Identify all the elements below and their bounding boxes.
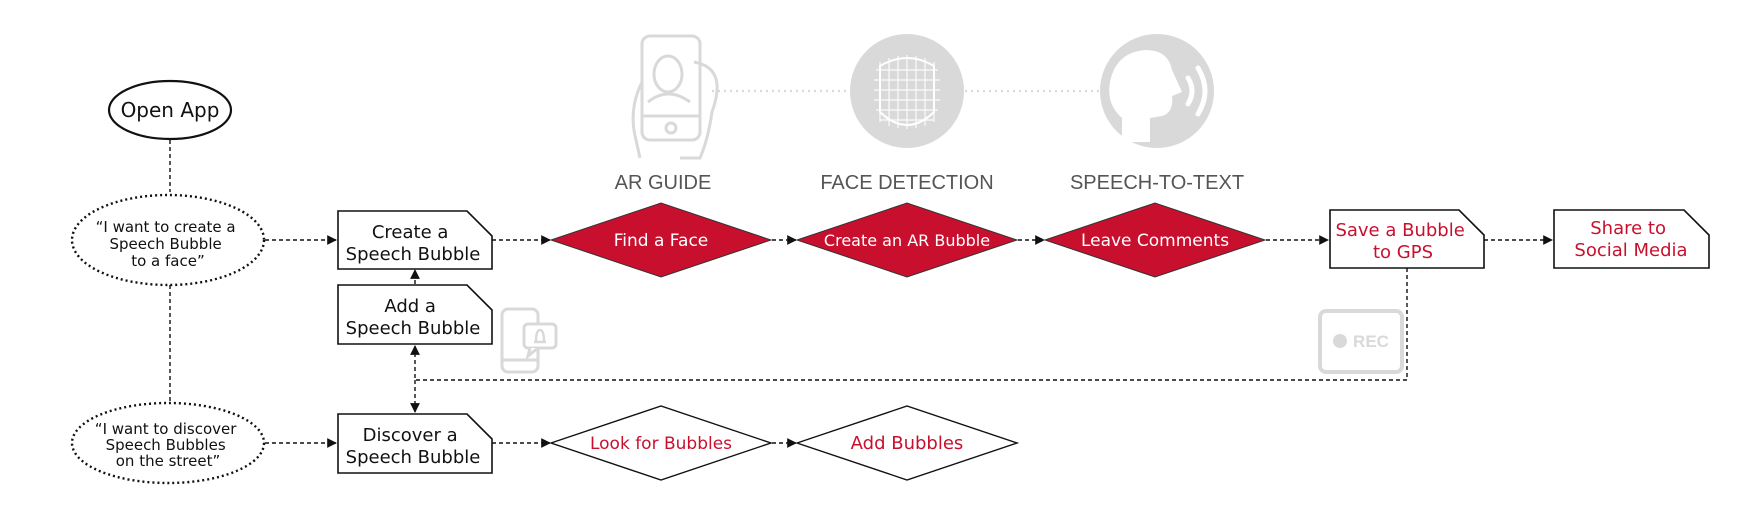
share-social-line-1: Share to [1590, 218, 1666, 239]
look-for-bubbles-label: Look for Bubbles [590, 434, 732, 454]
discover-bubble-line-1: Discover a [363, 425, 458, 446]
svg-text:Add a Speech Bubble: Add a Speech Bubble [346, 296, 481, 339]
look-for-bubbles-node: Look for Bubbles [548, 405, 774, 481]
speaking-head-icon [1100, 34, 1220, 148]
intent-create-node: “I want to create a Speech Bubble to a f… [70, 193, 266, 287]
intent-discover-node: “I want to discover Speech Bubbles on th… [70, 401, 266, 485]
save-bubble-line-1: Save a Bubble [1335, 220, 1464, 241]
svg-text:Share to Social Media: Share to Social Media [1574, 218, 1687, 261]
add-bubble-line-1: Add a [384, 296, 436, 317]
add-bubble-line-2: Speech Bubble [346, 318, 481, 339]
discover-bubble-line-2: Speech Bubble [346, 447, 481, 468]
share-social-node: Share to Social Media [1553, 209, 1710, 269]
open-app-label: Open App [121, 98, 220, 122]
svg-text:Create a Speech Bubble: Create a Speech Bubble [346, 222, 481, 265]
rec-badge: REC [1318, 309, 1404, 374]
leave-comments-node: Leave Comments [1043, 202, 1267, 278]
intent-create-line-1: “I want to create a [96, 218, 236, 236]
create-bubble-line-2: Speech Bubble [346, 244, 481, 265]
intent-discover-line-3: on the street” [116, 452, 220, 470]
share-social-line-2: Social Media [1574, 240, 1687, 261]
phone-in-hand-icon [631, 34, 719, 160]
find-face-label: Find a Face [614, 231, 709, 251]
feature-label-face-detection: FACE DETECTION [820, 172, 993, 194]
svg-text:Save a Bubble to GPS: Save a Bubble to GPS [1335, 220, 1470, 263]
add-bubbles-label: Add Bubbles [851, 433, 964, 454]
create-ar-bubble-node: Create an AR Bubble [795, 202, 1019, 278]
svg-text:“I want to create a Spee: “I want to create a Speech Bubble to a f… [96, 218, 241, 270]
face-scan-icon [850, 34, 964, 148]
intent-discover-line-2: Speech Bubbles [106, 436, 226, 454]
create-bubble-node: Create a Speech Bubble [337, 210, 493, 270]
add-bubble-node: Add a Speech Bubble [337, 284, 493, 345]
phone-notification-icon [500, 307, 558, 374]
svg-text:“I want to discover Spee: “I want to discover Speech Bubbles on th… [95, 420, 241, 470]
intent-discover-line-1: “I want to discover [95, 420, 237, 438]
intent-create-line-2: Speech Bubble [109, 235, 221, 253]
connector-save-to-add-loop [410, 268, 1408, 381]
intent-create-line-3: to a face” [131, 252, 205, 270]
add-bubbles-node: Add Bubbles [794, 405, 1020, 481]
open-app-node: Open App [107, 79, 233, 141]
leave-comments-label: Leave Comments [1081, 231, 1229, 251]
save-bubble-line-2: to GPS [1373, 242, 1433, 263]
feature-label-speech-to-text: SPEECH-TO-TEXT [1070, 172, 1244, 194]
record-icon [1333, 334, 1347, 348]
create-bubble-line-1: Create a [372, 222, 449, 243]
connectors [169, 140, 1553, 448]
create-ar-bubble-label: Create an AR Bubble [824, 231, 990, 250]
find-face-node: Find a Face [549, 202, 773, 278]
rec-label: REC [1353, 332, 1389, 351]
svg-text:Discover a Speech Bubble: Discover a Speech Bubble [346, 425, 481, 468]
save-bubble-node: Save a Bubble to GPS [1329, 209, 1485, 269]
feature-label-ar-guide: AR GUIDE [615, 172, 712, 194]
discover-bubble-node: Discover a Speech Bubble [337, 413, 493, 474]
